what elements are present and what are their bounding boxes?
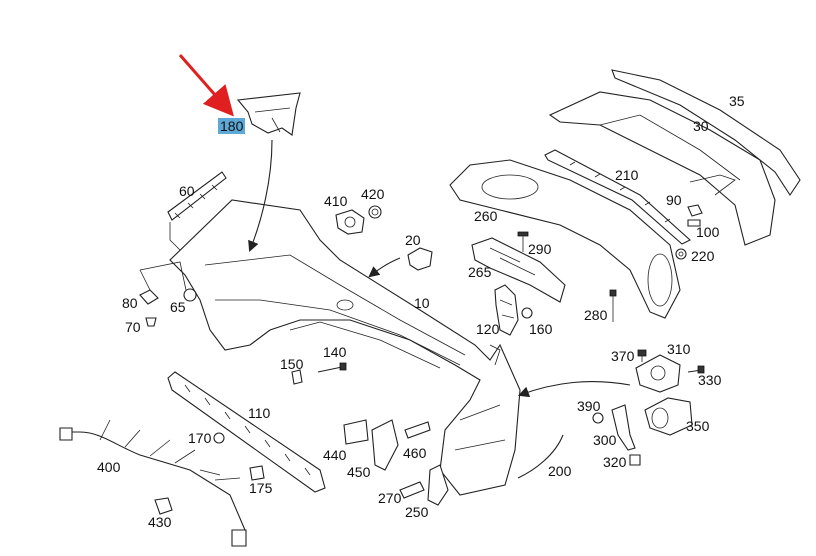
part-label-260[interactable]: 260 (474, 208, 498, 224)
arrow-180 (248, 139, 273, 253)
part-label-300[interactable]: 300 (593, 432, 617, 448)
part-label-280[interactable]: 280 (584, 307, 608, 323)
part-label-170[interactable]: 170 (188, 430, 212, 446)
part-390-shape (592, 412, 604, 424)
part-label-440[interactable]: 440 (323, 447, 347, 463)
part-290-shape (517, 231, 529, 252)
part-440-shape (343, 419, 369, 445)
part-200-shape (517, 434, 564, 479)
part-label-10[interactable]: 10 (414, 295, 430, 311)
part-label-150[interactable]: 150 (280, 356, 304, 372)
part-320-shape (629, 454, 641, 466)
part-label-140[interactable]: 140 (323, 344, 347, 360)
leader-80-65 (139, 261, 187, 291)
part-label-370[interactable]: 370 (611, 348, 635, 364)
part-label-60[interactable]: 60 (179, 183, 195, 199)
part-10-bumper (169, 199, 521, 496)
part-400-harness (59, 419, 247, 547)
part-160-shape (521, 307, 533, 319)
part-70-shape (145, 317, 157, 327)
arrow-20 (368, 257, 401, 278)
part-label-450[interactable]: 450 (347, 464, 371, 480)
part-35-shape (611, 69, 801, 196)
part-label-30[interactable]: 30 (693, 118, 709, 134)
part-410-shape (335, 209, 365, 235)
part-310-shape (635, 354, 681, 393)
part-label-330[interactable]: 330 (698, 372, 722, 388)
part-170-shape (213, 432, 225, 444)
part-260-shape (449, 159, 681, 319)
part-label-430[interactable]: 430 (148, 514, 172, 530)
part-220-shape (675, 248, 687, 260)
part-80-shape (139, 289, 159, 305)
part-label-220[interactable]: 220 (691, 248, 715, 264)
part-label-420[interactable]: 420 (361, 186, 385, 202)
part-150-shape (291, 369, 303, 385)
part-label-320[interactable]: 320 (603, 454, 627, 470)
part-300-shape (611, 404, 636, 451)
part-label-265[interactable]: 265 (468, 264, 492, 280)
part-label-120[interactable]: 120 (476, 321, 500, 337)
part-label-160[interactable]: 160 (529, 321, 553, 337)
part-label-250[interactable]: 250 (405, 504, 429, 520)
part-label-70[interactable]: 70 (125, 319, 141, 335)
part-100-shape (687, 219, 701, 227)
part-120-shape (494, 284, 519, 336)
part-175-shape (249, 465, 265, 481)
part-label-110[interactable]: 110 (248, 405, 271, 421)
arrow-350 (517, 381, 631, 398)
part-60-shape (167, 171, 227, 251)
part-label-390[interactable]: 390 (577, 398, 601, 414)
part-65-shape (183, 288, 197, 302)
part-265-shape (471, 237, 566, 303)
part-label-400[interactable]: 400 (97, 459, 121, 475)
part-20-shape (407, 247, 433, 271)
part-210-shape (544, 149, 691, 245)
part-110-shape (167, 371, 326, 493)
part-460-shape (404, 421, 431, 439)
red-pointer-arrow (178, 54, 234, 117)
part-label-80[interactable]: 80 (122, 295, 138, 311)
part-250-shape (427, 464, 449, 506)
part-label-20[interactable]: 20 (405, 232, 421, 248)
part-label-310[interactable]: 310 (667, 341, 691, 357)
part-label-100[interactable]: 100 (696, 224, 720, 240)
part-350-shape (644, 397, 693, 436)
part-label-460[interactable]: 460 (403, 445, 427, 461)
part-370-shape (637, 349, 647, 362)
part-420-shape (368, 205, 382, 219)
part-330-shape (687, 365, 705, 374)
part-label-410[interactable]: 410 (324, 193, 348, 209)
part-label-290[interactable]: 290 (528, 241, 552, 257)
part-140-shape (317, 362, 347, 373)
part-30-shape (548, 91, 776, 246)
part-label-270[interactable]: 270 (378, 490, 402, 506)
part-430-shape (154, 497, 173, 515)
part-280-shape (609, 289, 617, 322)
part-label-35[interactable]: 35 (729, 93, 745, 109)
part-label-90[interactable]: 90 (666, 192, 682, 208)
part-180-shape (236, 92, 301, 136)
part-90-shape (687, 204, 703, 217)
part-label-175[interactable]: 175 (249, 480, 273, 496)
part-label-350[interactable]: 350 (686, 418, 710, 434)
part-label-200[interactable]: 200 (548, 463, 572, 479)
part-label-180[interactable]: 180 (218, 118, 246, 134)
part-270-shape (399, 481, 425, 499)
part-label-65[interactable]: 65 (170, 299, 186, 315)
part-450-shape (371, 419, 399, 471)
part-label-210[interactable]: 210 (615, 167, 639, 183)
